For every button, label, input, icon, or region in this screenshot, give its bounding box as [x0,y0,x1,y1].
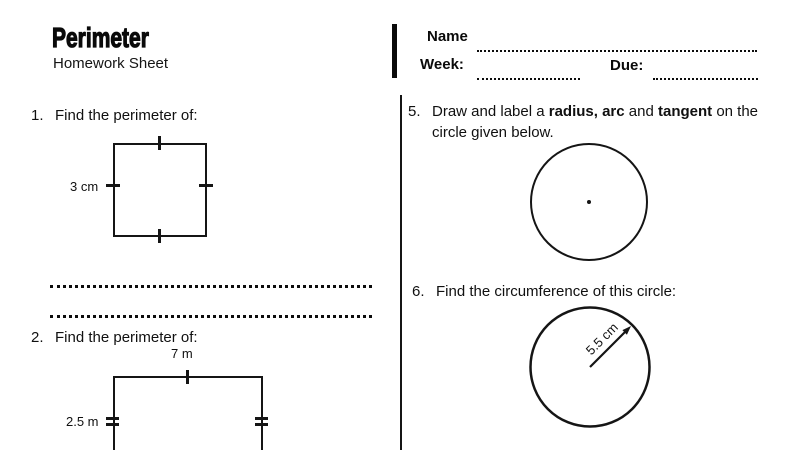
rect-right-double-tick-2 [255,423,268,426]
circle-outline [529,306,651,428]
square-bottom-tick [158,229,161,243]
problem2-prompt: 2. Find the perimeter of: [31,327,361,348]
name-block-accent-bar [392,24,397,78]
problem6-prompt: 6. Find the circumference of this circle… [412,281,772,302]
problem1-text: Find the perimeter of: [55,107,198,124]
radius-arrowhead [622,326,631,335]
rect-right-double-tick-1 [255,417,268,420]
page-title: Perimeter [52,21,150,53]
problem1-number: 1. [31,107,44,124]
answer-line-1[interactable] [50,285,372,288]
answer-line-2[interactable] [50,315,372,318]
rect-top-label: 7 m [171,346,193,361]
column-divider [400,95,402,450]
rect-left-double-tick-1 [106,417,119,420]
circle-center-dot [587,200,591,204]
rect-left-double-tick-2 [106,423,119,426]
due-label: Due: [610,57,644,74]
square-top-tick [158,136,161,150]
week-label: Week: [420,56,464,73]
week-field-line[interactable] [477,64,580,80]
problem5-number: 5. [408,103,421,120]
rect-left-edge [113,376,115,450]
square-side-label: 3 cm [70,179,99,194]
rect-side-label: 2.5 m [66,414,99,429]
radius-arrow [589,331,626,368]
problem2-number: 2. [31,329,44,346]
rect-right-edge [261,376,263,450]
problem1-prompt: 1. Find the perimeter of: [31,105,361,126]
radius-circle-figure: 5.5 cm [529,306,651,428]
square-right-tick [199,184,213,187]
blank-circle-figure[interactable] [530,143,648,261]
problem6-text: Find the circumference of this circle: [436,283,677,300]
problem2-text: Find the perimeter of: [55,329,198,346]
square-figure [113,143,207,237]
square-left-tick [106,184,120,187]
rect-top-tick [186,370,189,384]
problem5-text: Draw and label a radius, arc and tangent… [432,103,759,141]
page-subtitle: Homework Sheet [53,55,169,72]
name-field-line[interactable] [477,36,757,52]
problem6-number: 6. [412,283,425,300]
radius-length-label: 5.5 cm [583,320,621,358]
due-field-line[interactable] [653,64,758,80]
name-label: Name [427,28,468,45]
problem5-prompt: 5. Draw and label a radius, arc and tang… [408,101,776,143]
